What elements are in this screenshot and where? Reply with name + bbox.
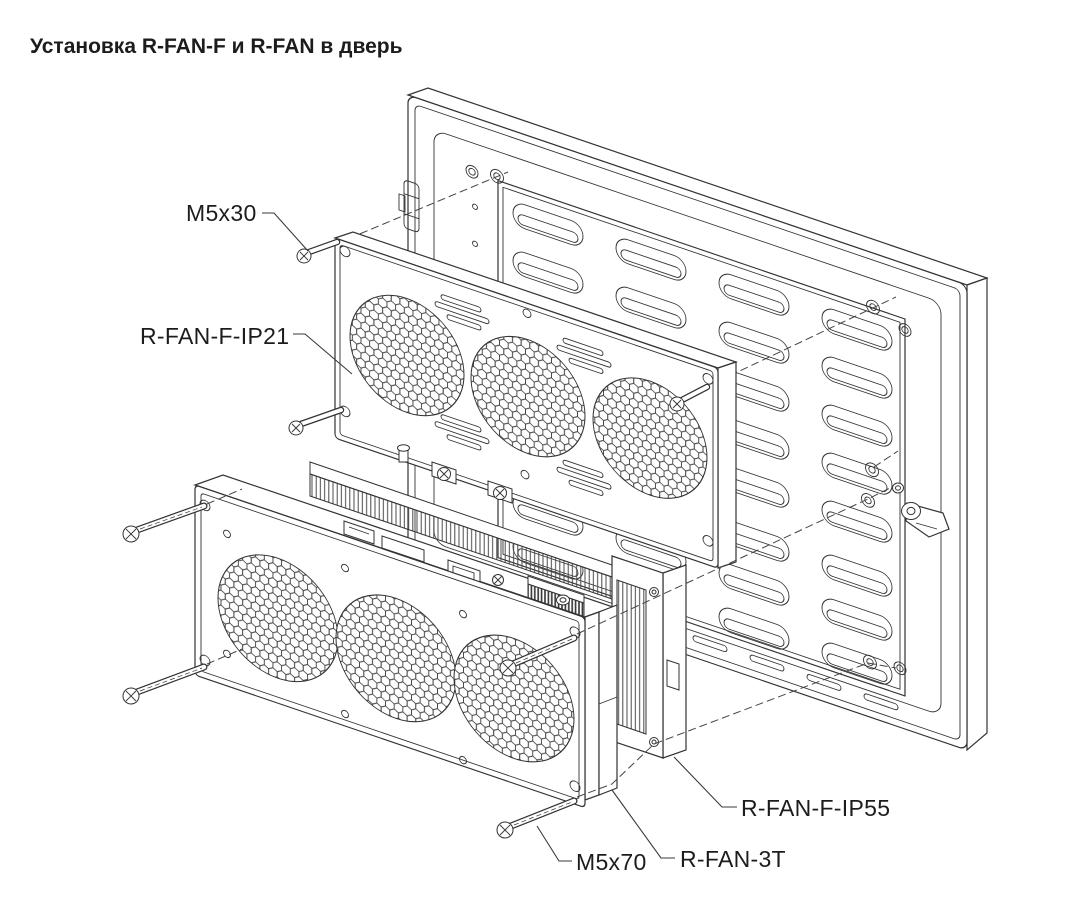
panel-holes: [339, 245, 714, 547]
screw-m5x70: [122, 663, 208, 705]
door-studs: [465, 164, 912, 676]
filter-frame-ip55: [309, 461, 687, 759]
leader-line-m5x30: [262, 212, 309, 252]
filter-clamp: [431, 461, 457, 485]
honeycomb-grille: [453, 634, 575, 763]
leader-line-ip21: [293, 333, 353, 375]
screw-m5x30: [296, 238, 341, 264]
dashed-alignment-line: [206, 648, 243, 665]
thumb-post: [397, 444, 410, 463]
label-fan-panel: R-FAN-F-IP21: [140, 323, 289, 349]
door-mount-holes: [472, 168, 880, 670]
leader-line-3t: [611, 789, 675, 859]
screw-m5x70: [499, 634, 578, 677]
label-screw-long: M5x70: [576, 849, 647, 875]
lock-latch: [892, 482, 950, 538]
screw-m5x30: [288, 406, 345, 436]
dashed-alignment-line: [873, 450, 899, 468]
dashed-alignment-line: [576, 662, 897, 798]
vent-slot-group: [434, 294, 612, 496]
dashed-alignment-line: [707, 296, 897, 387]
label-filter-frame: R-FAN-F-IP55: [741, 795, 890, 821]
screw-m5x70: [122, 502, 208, 543]
fan-panel-ip21-depth: [333, 231, 738, 569]
screw-m5x70: [496, 797, 578, 839]
page-title: Установка R-FAN-F и R-FAN в дверь: [30, 35, 403, 58]
filter-clamp: [487, 480, 513, 504]
screw-m5x30: [669, 383, 711, 412]
dashed-alignment-line: [576, 486, 893, 635]
label-screw-short: M5x30: [186, 200, 257, 226]
label-fan-unit: R-FAN-3T: [680, 846, 786, 872]
leader-line-ip55: [673, 756, 737, 808]
honeycomb-grille: [349, 294, 465, 417]
honeycomb-grille: [470, 335, 586, 458]
fan-unit-3t: [193, 474, 618, 808]
dashed-alignment-line: [206, 488, 243, 505]
filter-latch: [666, 659, 680, 691]
dashed-alignment-line: [337, 171, 509, 244]
leader-line-m5x70: [536, 825, 572, 862]
